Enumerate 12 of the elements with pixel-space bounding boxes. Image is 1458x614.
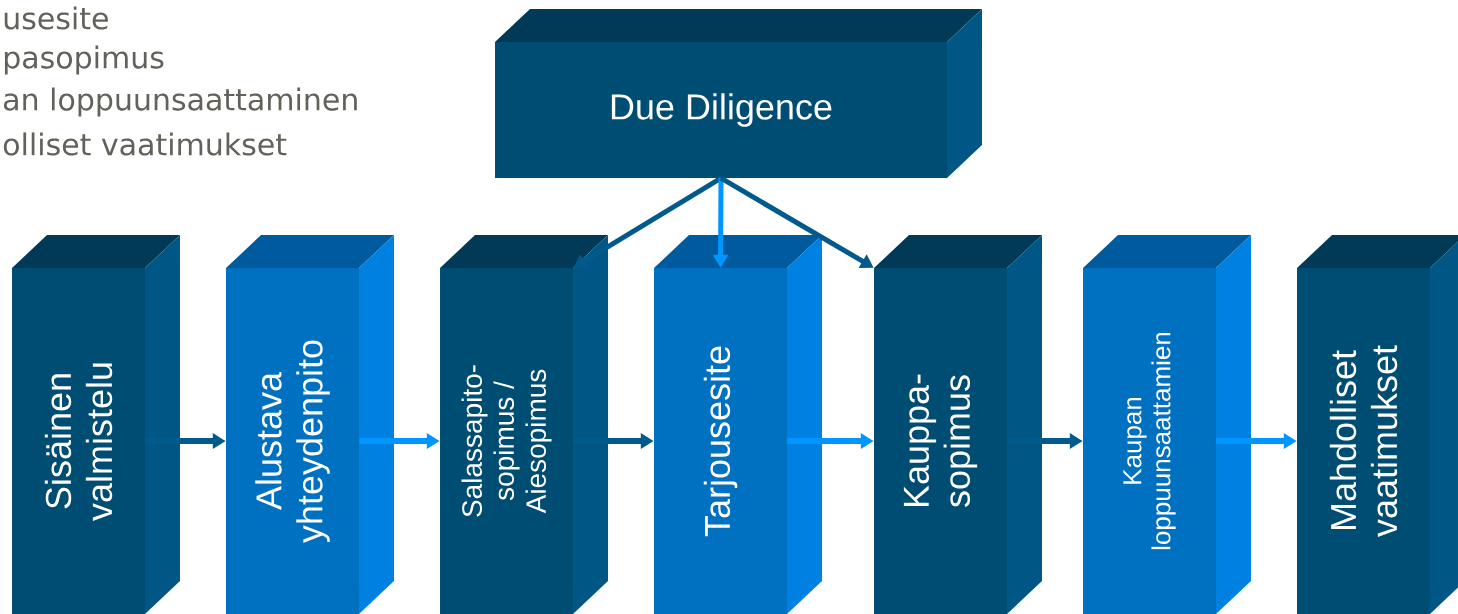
block: Salassapito- sopimus / Aiesopimus xyxy=(440,235,608,614)
text-line: an loppuunsaattaminen xyxy=(4,87,357,117)
block: Mahdolliset vaatimukset xyxy=(1297,235,1458,614)
text-line: olliset vaatimukset xyxy=(3,132,287,156)
text-line: pasopimus xyxy=(4,45,164,75)
block: Kaupan loppuunsaattamien xyxy=(1083,235,1251,614)
block: Alustava yhteydenpito xyxy=(226,235,394,614)
block: Tarjousesite xyxy=(654,235,822,614)
block: Due Diligence xyxy=(495,9,982,178)
text-line: usesite xyxy=(4,6,108,30)
block: Kauppa- sopimus xyxy=(874,235,1042,614)
block: Sisäinen valmistelu xyxy=(12,235,180,614)
